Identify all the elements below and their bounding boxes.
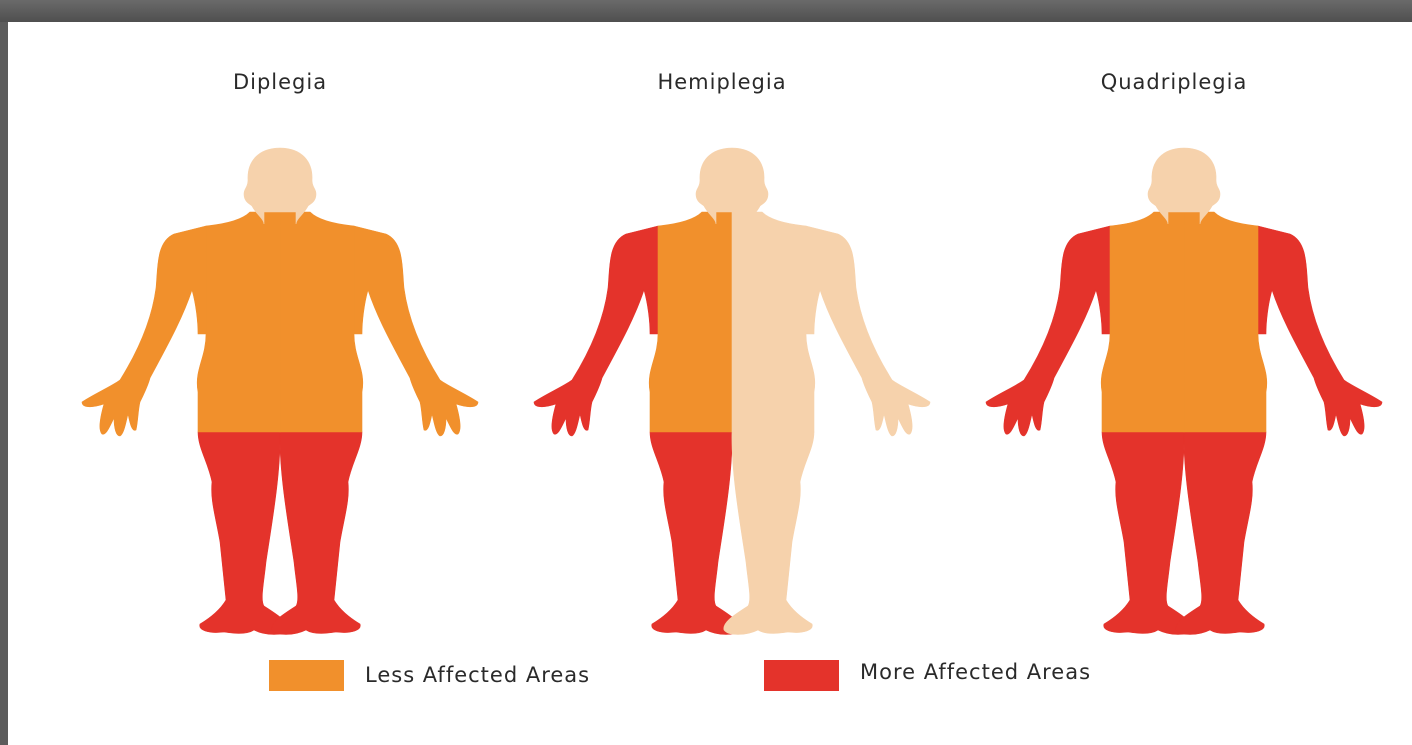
diagram-sheet: Diplegia Hemiplegia Quadriplegia Less Af… bbox=[8, 22, 1412, 745]
body-figure-diplegia bbox=[70, 122, 490, 652]
body-region-left-leg bbox=[724, 432, 814, 635]
body-region-right-leg bbox=[198, 432, 288, 635]
legend-swatch-less-affected bbox=[269, 660, 344, 691]
body-region-right-arm bbox=[534, 226, 658, 436]
body-region-torso-right bbox=[649, 212, 732, 432]
body-region-left-arm bbox=[354, 226, 478, 436]
body-region-left-leg bbox=[272, 432, 362, 635]
body-region-right-leg bbox=[1102, 432, 1192, 635]
legend-label-more-affected: More Affected Areas bbox=[860, 660, 1091, 684]
figure-title-diplegia: Diplegia bbox=[130, 70, 430, 94]
human-body-silhouette-icon bbox=[70, 122, 490, 652]
body-region-right-arm bbox=[986, 226, 1110, 436]
figure-title-hemiplegia: Hemiplegia bbox=[572, 70, 872, 94]
body-region-torso-right bbox=[1101, 212, 1184, 432]
human-body-silhouette-icon bbox=[522, 122, 942, 652]
body-figure-hemiplegia bbox=[522, 122, 942, 652]
body-region-torso-left bbox=[1184, 212, 1267, 432]
legend-swatch-more-affected bbox=[764, 660, 839, 691]
body-region-torso-left bbox=[280, 212, 363, 432]
body-region-left-leg bbox=[1176, 432, 1266, 635]
figure-title-quadriplegia: Quadriplegia bbox=[1024, 70, 1324, 94]
legend-label-less-affected: Less Affected Areas bbox=[365, 663, 590, 687]
human-body-silhouette-icon bbox=[974, 122, 1394, 652]
body-region-left-arm bbox=[1258, 226, 1382, 436]
body-region-torso-right bbox=[197, 212, 280, 432]
body-figure-quadriplegia bbox=[974, 122, 1394, 652]
body-region-left-arm bbox=[806, 226, 930, 436]
window-frame bbox=[0, 0, 1412, 22]
body-region-right-leg bbox=[650, 432, 740, 635]
body-region-torso-left bbox=[732, 212, 815, 432]
body-region-right-arm bbox=[82, 226, 206, 436]
